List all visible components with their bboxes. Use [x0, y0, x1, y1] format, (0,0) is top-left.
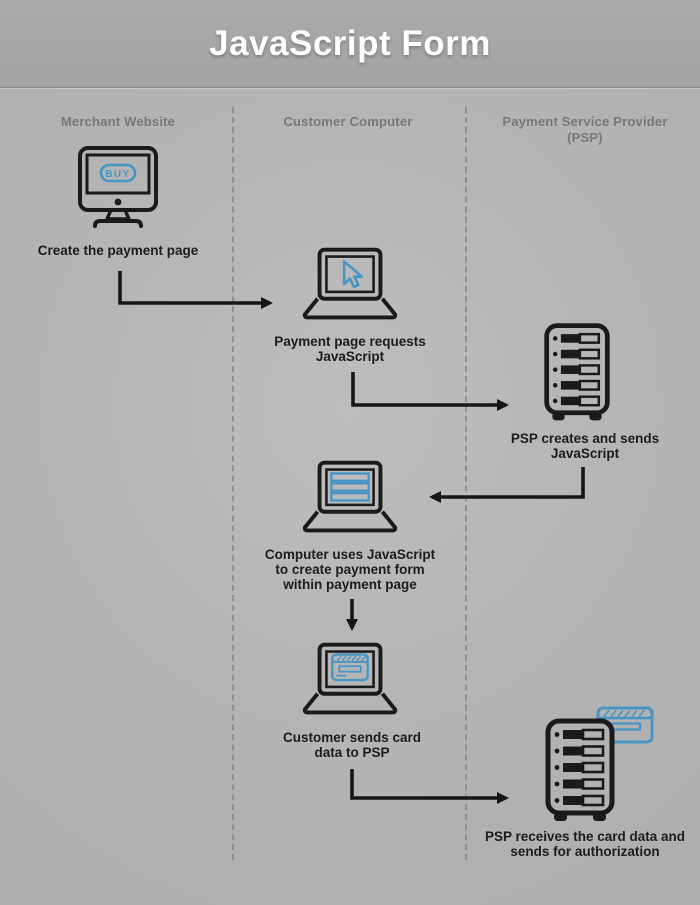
- step-label-psp-sends-javascript: PSP creates and sends JavaScript: [510, 431, 660, 462]
- form-field-row: [330, 491, 370, 502]
- step-label-create-payment-form: Computer uses JavaScript to create payme…: [264, 547, 436, 593]
- laptop-form-icon: [302, 460, 398, 533]
- arrow-customer-to-psp: [351, 372, 509, 411]
- lane-header-merchant: Merchant Website: [60, 114, 176, 129]
- arrow-card-to-psp: [350, 769, 509, 804]
- lane-header-customer: Customer Computer: [283, 114, 413, 129]
- lane-divider-left: [232, 107, 234, 860]
- form-field-row: [330, 482, 370, 492]
- laptop-card-icon: [302, 642, 398, 715]
- buy-button-outline: [99, 163, 137, 183]
- laptop-cursor-icon: [302, 247, 398, 320]
- page-title: JavaScript Form: [209, 23, 491, 63]
- server-icon: [544, 323, 610, 421]
- lane-divider-right: [465, 107, 467, 860]
- step-label-send-card-data: Customer sends card data to PSP: [282, 730, 422, 761]
- lane-header-psp: Payment Service Provider (PSP): [502, 114, 668, 146]
- arrow-psp-to-customer: [429, 467, 585, 503]
- credit-card-glyph: [331, 653, 369, 682]
- form-field-row: [330, 472, 370, 483]
- buy-button-label: BUY: [105, 169, 131, 180]
- server-tower: [545, 718, 615, 821]
- arrow-merchant-to-customer: [118, 271, 273, 309]
- cursor-arrow-glyph: [342, 260, 364, 289]
- step-label-request-javascript: Payment page requests JavaScript: [274, 334, 426, 365]
- desktop-buy-icon: BUY: [78, 146, 158, 228]
- step-label-create-payment-page: Create the payment page: [37, 243, 199, 258]
- server-card-icon: [545, 706, 654, 821]
- step-label-psp-receives-card: PSP receives the card data and sends for…: [484, 829, 686, 860]
- header-band: JavaScript Form: [0, 0, 700, 88]
